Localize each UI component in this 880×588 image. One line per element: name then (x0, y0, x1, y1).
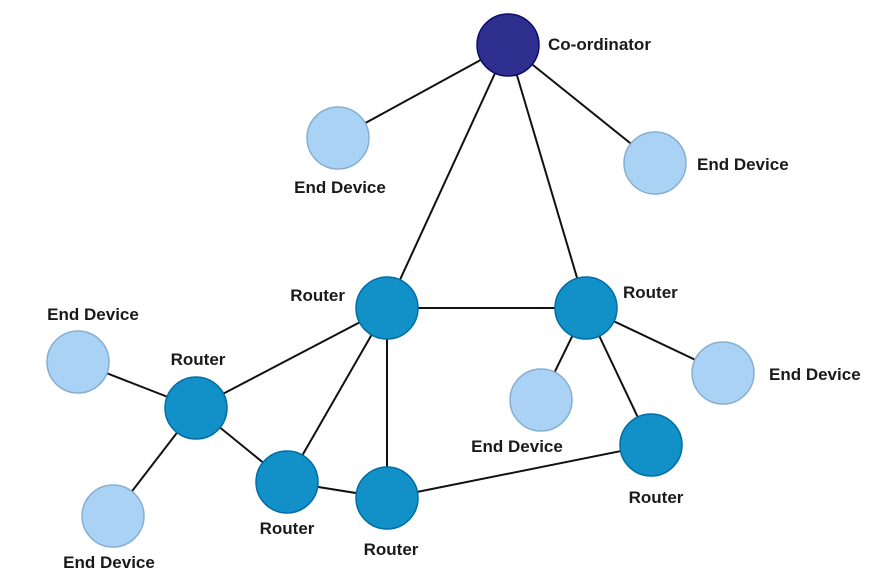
edge-coordinator-to-router-center-right (507, 44, 587, 309)
edge-coordinator-to-end-device-top-left (337, 44, 509, 139)
label-router-left: Router (171, 350, 226, 369)
node-router-center-right (554, 276, 618, 340)
node-router-bottom-right (619, 413, 683, 477)
edge-router-center-left-to-router-left (195, 307, 388, 409)
node-end-device-bottom-left (81, 484, 145, 548)
label-router-center-left: Router (290, 286, 345, 305)
label-end-device-left: End Device (47, 305, 139, 324)
label-router-bottom-a: Router (260, 519, 315, 538)
label-coordinator: Co-ordinator (548, 35, 651, 54)
node-router-center-left (355, 276, 419, 340)
node-end-device-far-right (691, 341, 755, 405)
edge-coordinator-to-router-center-left (386, 44, 509, 309)
network-nodes (46, 13, 755, 548)
node-router-left (164, 376, 228, 440)
node-router-bottom-b (355, 466, 419, 530)
node-router-bottom-a (255, 450, 319, 514)
label-router-bottom-b: Router (364, 540, 419, 559)
label-end-device-far-right: End Device (769, 365, 861, 384)
node-end-device-top-right (623, 131, 687, 195)
label-router-center-right: Router (623, 283, 678, 302)
label-end-device-bottom-left: End Device (63, 553, 155, 572)
node-end-device-top-left (306, 106, 370, 170)
edge-router-bottom-b-to-router-bottom-right (386, 444, 652, 499)
node-coordinator (476, 13, 540, 77)
label-end-device-top-right: End Device (697, 155, 789, 174)
label-end-device-top-left: End Device (294, 178, 386, 197)
node-end-device-mid-right (509, 368, 573, 432)
node-end-device-left (46, 330, 110, 394)
edge-router-center-left-to-router-bottom-a (286, 307, 388, 483)
label-end-device-mid-right: End Device (471, 437, 563, 456)
label-router-bottom-right: Router (629, 488, 684, 507)
